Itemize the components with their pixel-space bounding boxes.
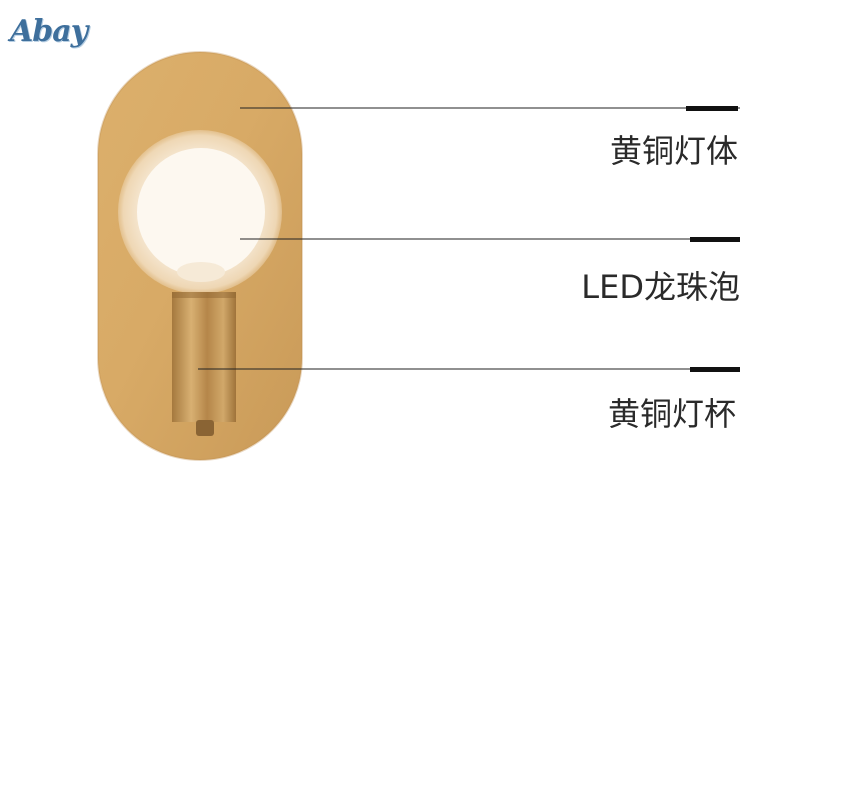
- label-led-bulb: LED龙珠泡: [581, 268, 740, 306]
- label-brass-body: 黄铜灯体: [609, 132, 738, 170]
- led-bulb: [137, 148, 265, 276]
- brand-logo: Abay: [10, 14, 88, 49]
- label-brass-cup: 黄铜灯杯: [607, 395, 736, 433]
- switch-knob: [196, 420, 214, 436]
- brass-lamp-cup: [172, 292, 236, 422]
